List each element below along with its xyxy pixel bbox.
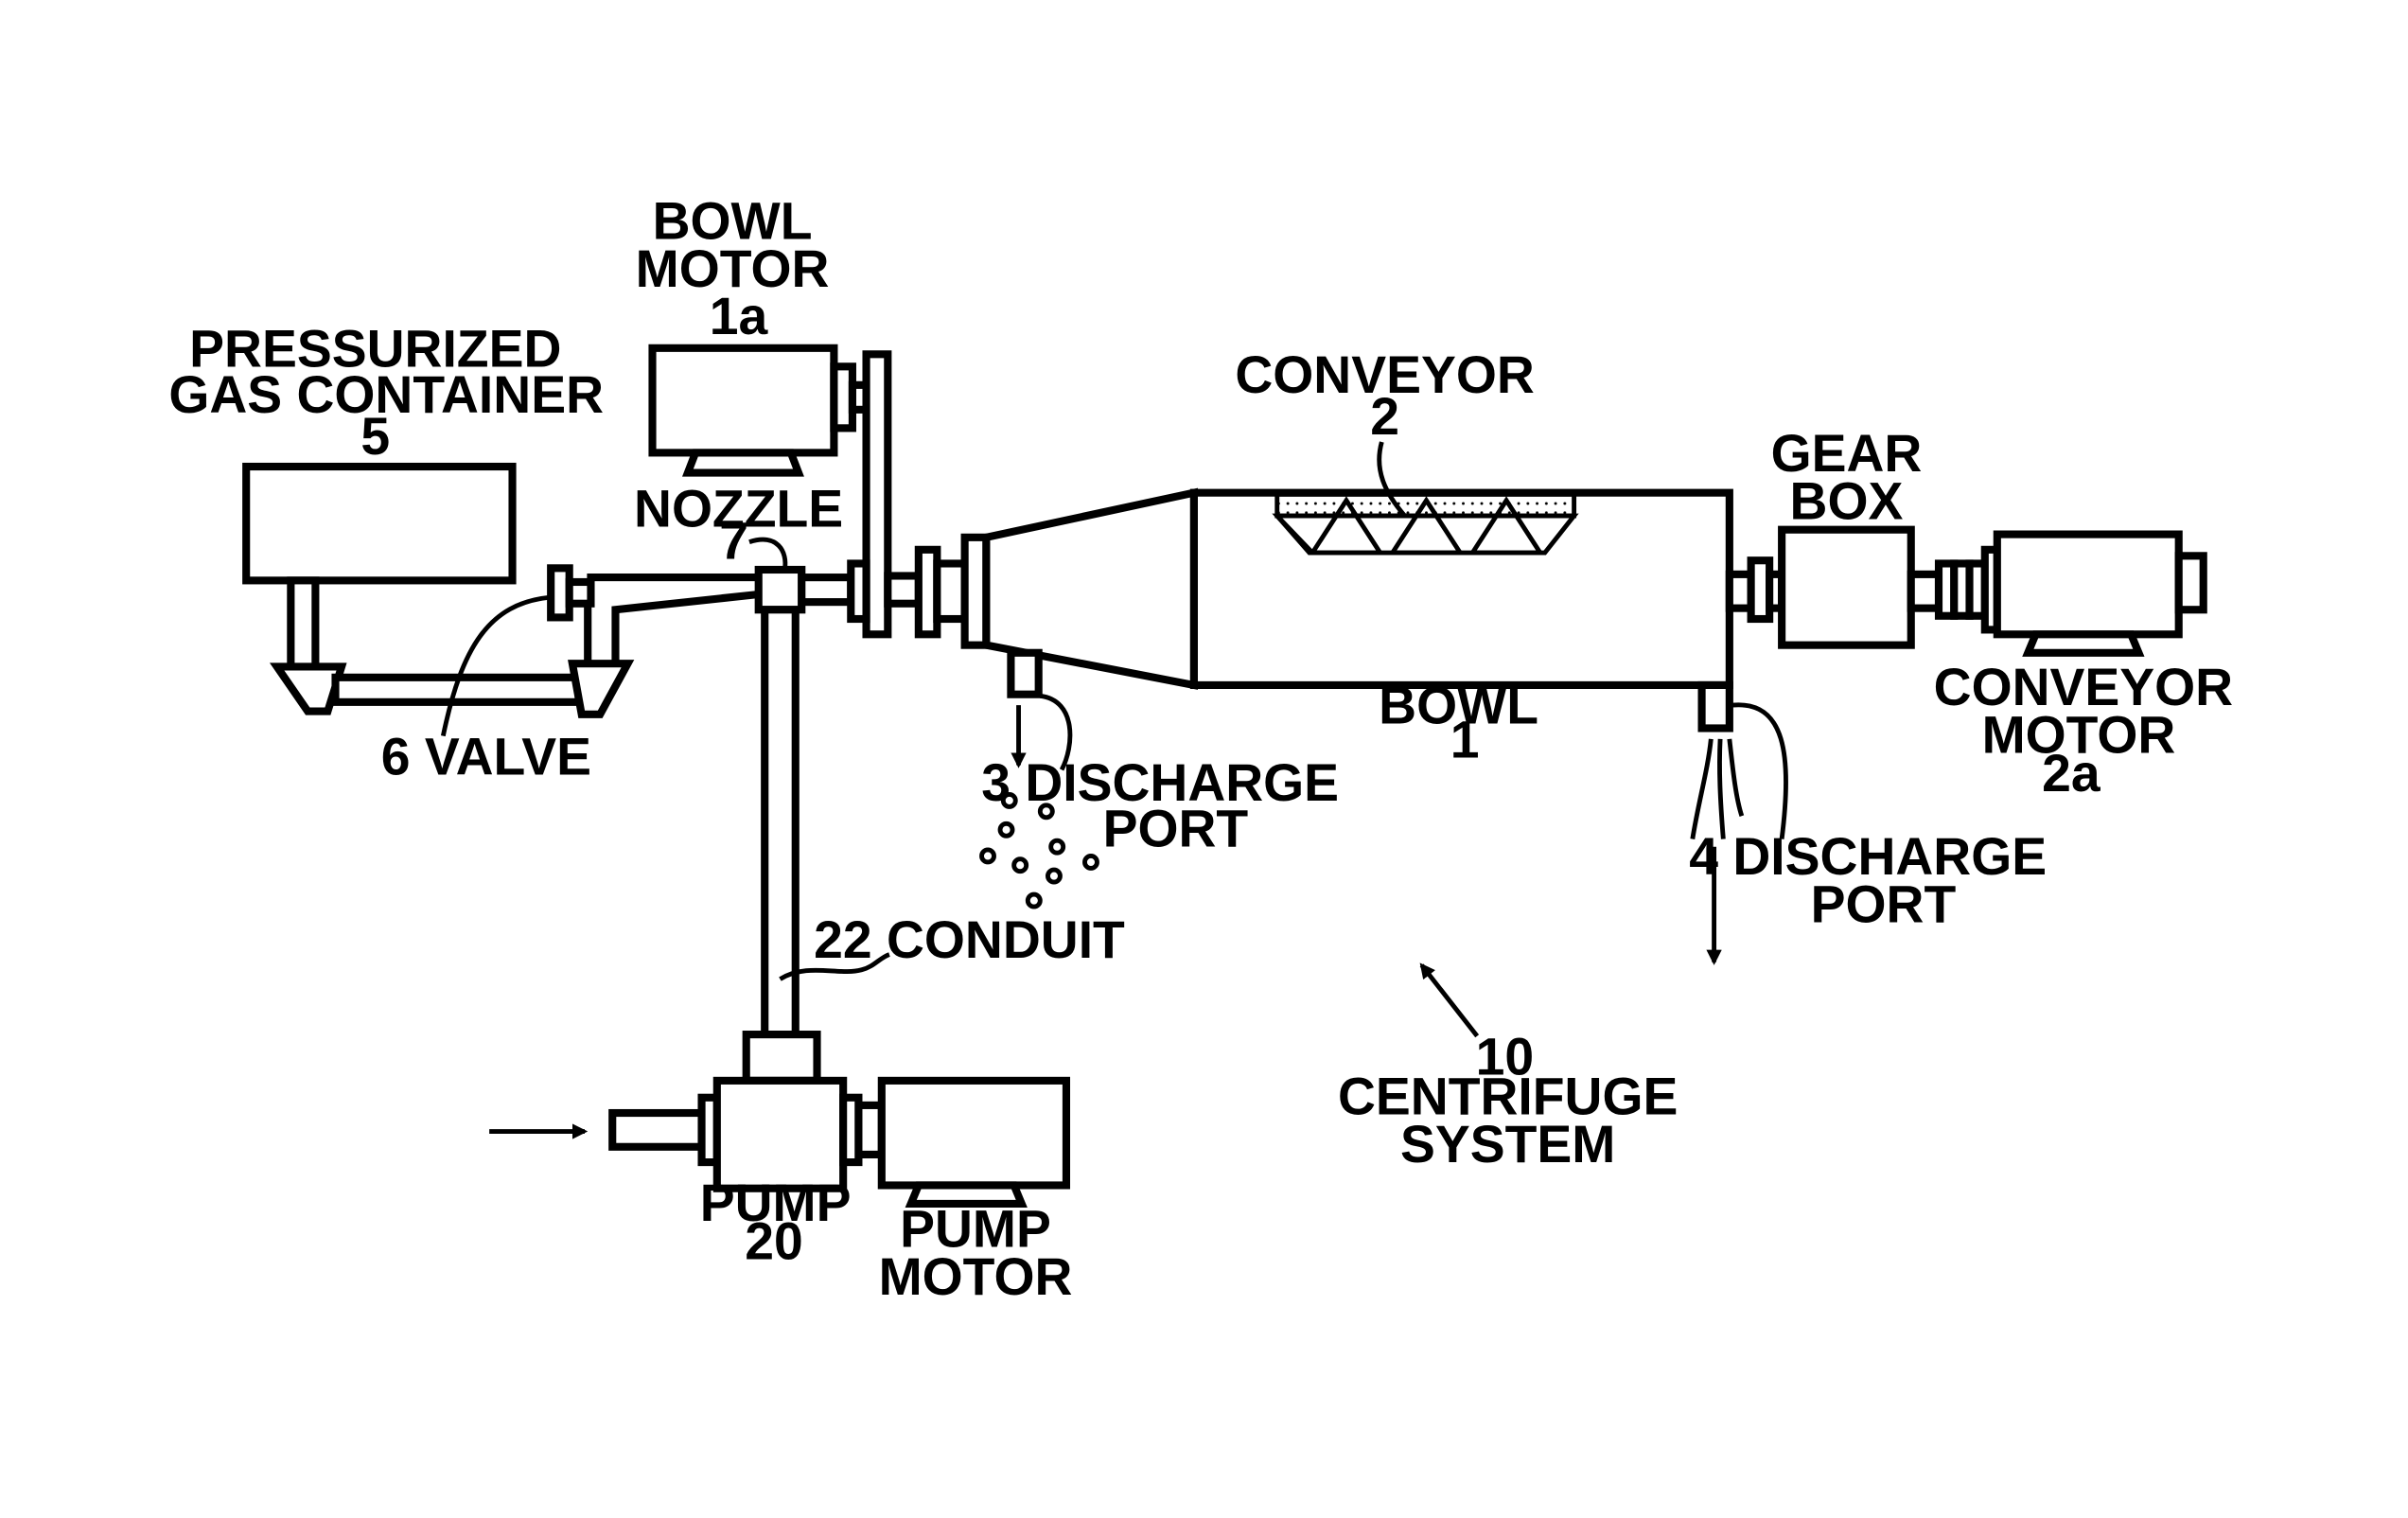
label-pump-motor-line2: MOTOR [879, 1247, 1073, 1306]
label-bowl-motor: BOWL MOTOR 1a [636, 191, 830, 345]
label-gear-box: GEAR BOX [1771, 424, 1923, 530]
valve-leader [443, 597, 549, 735]
label-bowl-number: 1 [1450, 710, 1480, 768]
conveyor-motor [1997, 535, 2204, 653]
label-conveyor-motor: CONVEYOR MOTOR 2a [1934, 658, 2233, 803]
label-valve: 6 VALVE [381, 727, 591, 785]
valve [551, 568, 759, 663]
label-conveyor-number: 2 [1370, 387, 1399, 446]
gear-box [1730, 530, 1997, 645]
label-conveyor-motor-number: 2a [2042, 744, 2101, 803]
label-pump-number: 20 [745, 1212, 803, 1271]
label-conveyor: CONVEYOR 2 [1235, 345, 1534, 446]
label-pump: PUMP 20 [700, 1174, 852, 1271]
label-gear-box-line2: BOX [1790, 471, 1904, 530]
label-nozzle: NOZZLE 7 [634, 479, 843, 570]
label-conduit: 22 CONDUIT [814, 910, 1125, 969]
label-discharge-port-3-line2: PORT [1103, 800, 1249, 858]
centrifuge-system-arrow [1422, 965, 1478, 1036]
pump-motor [858, 1081, 1066, 1204]
bowl [1194, 493, 1730, 685]
label-discharge-port-3: 3 DISCHARGE PORT [981, 753, 1339, 858]
conduit [765, 609, 796, 1034]
label-discharge-port-4-line2: PORT [1811, 874, 1957, 933]
discharge-port-4 [1693, 685, 1786, 962]
label-pressurized-gas-container-number: 5 [360, 407, 390, 466]
label-bowl: BOWL 1 [1379, 677, 1538, 769]
nozzle-leader [749, 539, 785, 570]
nozzle [759, 570, 852, 609]
label-centrifuge-system-line2: SYSTEM [1400, 1115, 1615, 1174]
label-discharge-port-4: 4 DISCHARGE PORT [1689, 827, 2047, 933]
pump [489, 1034, 858, 1189]
label-bowl-motor-number: 1a [710, 287, 769, 345]
label-pump-motor: PUMP MOTOR [879, 1200, 1073, 1306]
label-pressurized-gas-container: PRESSURIZED GAS CONTAINER 5 [168, 319, 604, 466]
label-centrifuge-system: 10 CENTRIFUGE SYSTEM [1338, 1027, 1678, 1174]
label-nozzle-number: 7 [719, 512, 748, 571]
